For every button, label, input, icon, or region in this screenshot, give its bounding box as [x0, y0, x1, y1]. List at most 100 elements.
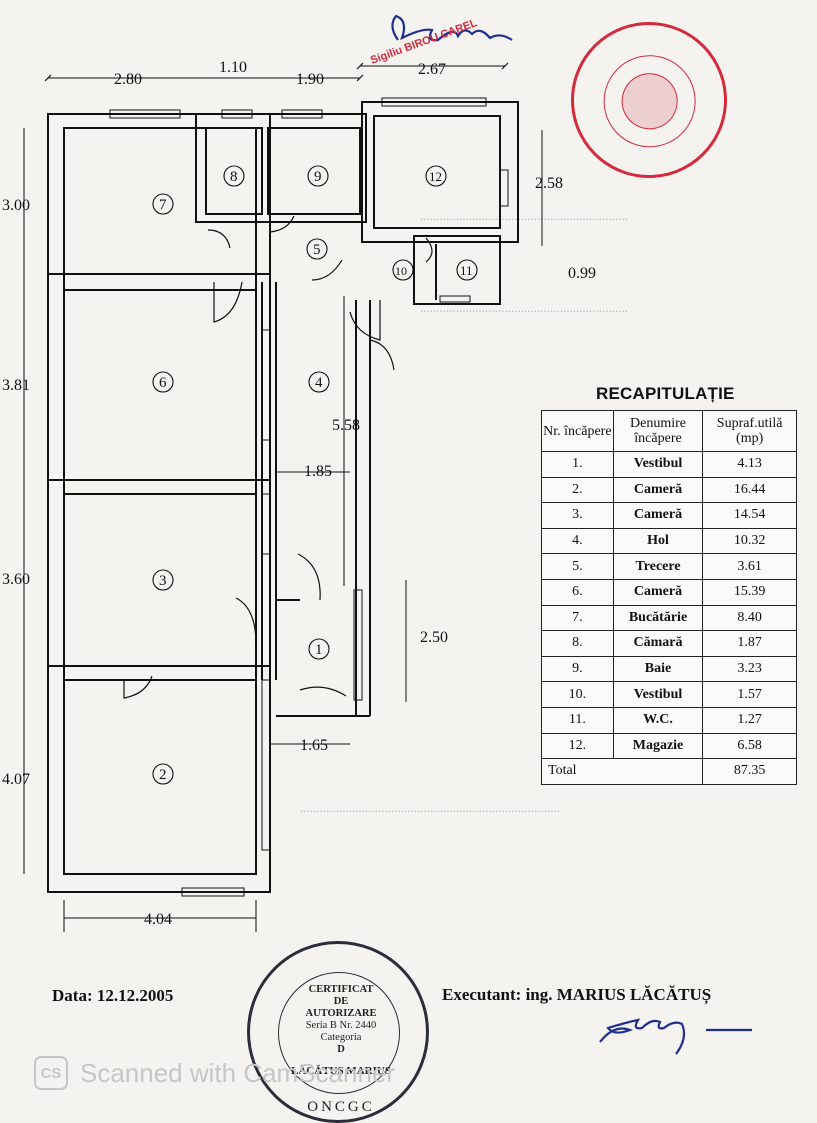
- dim-top-2: 1.10: [219, 59, 247, 76]
- door: [311, 259, 343, 281]
- dim-vestibul-width: 1.65: [300, 737, 328, 754]
- header-nr: Nr. încăpere: [541, 410, 614, 452]
- room-number-7: 7: [159, 197, 167, 213]
- recap-area: 1.27: [702, 706, 797, 734]
- door: [213, 281, 243, 323]
- window: [353, 589, 363, 701]
- recap-room-name: Vestibul: [612, 681, 704, 708]
- recap-nr: 9.: [541, 655, 614, 683]
- window: [261, 493, 271, 555]
- stamp-bottom: ONCGC: [307, 1099, 375, 1115]
- doors: [123, 215, 433, 699]
- recap-area: 15.39: [702, 578, 797, 606]
- recap-nr: 4.: [541, 527, 614, 555]
- recap-nr: 2.: [541, 476, 614, 504]
- dim-room-11: 0.99: [568, 265, 596, 282]
- executant-label: Executant: ing.: [442, 985, 553, 1004]
- signature-bottom: [599, 1018, 752, 1055]
- door: [349, 300, 381, 341]
- recap-area: 8.40: [702, 604, 797, 632]
- room-circles: [152, 165, 478, 785]
- door: [299, 686, 347, 697]
- recap-table: Nr. încăpere Denumire încăpere Supraf.ut…: [540, 410, 797, 785]
- recap-title: RECAPITULAȚIE: [596, 384, 735, 403]
- recap-room-name: Cameră: [612, 502, 704, 529]
- dim-top-4: 2.67: [418, 61, 446, 78]
- total-value: 87.35: [702, 758, 797, 785]
- window: [109, 109, 181, 119]
- faint-bg-text: ........................................…: [420, 208, 628, 223]
- recap-area: 1.87: [702, 630, 797, 657]
- recap-area: 16.44: [702, 476, 797, 504]
- recap-area: 3.61: [702, 553, 797, 580]
- room-number-9: 9: [314, 169, 322, 185]
- recap-nr: 8.: [541, 630, 614, 657]
- door: [269, 215, 295, 233]
- recap-room-name: W.C.: [612, 706, 704, 734]
- window: [381, 97, 487, 107]
- dim-top-1: 2.80: [114, 71, 142, 88]
- recap-room-name: Baie: [612, 655, 704, 683]
- stamp-line: AUTORIZARE: [305, 1008, 377, 1019]
- room-number-8: 8: [230, 169, 238, 185]
- dim-left-4: 4.07: [2, 771, 30, 788]
- stamp-line: LĂCĂTUȘ MARIUS: [291, 1065, 391, 1077]
- room-number-5: 5: [313, 242, 321, 258]
- inner-wall-left: [63, 127, 257, 875]
- wall-12: [361, 101, 519, 243]
- faint-bg-text: ........................................…: [300, 800, 560, 815]
- window: [261, 329, 271, 441]
- recap-header-row: Nr. încăpere Denumire încăpere Supraf.ut…: [541, 410, 797, 452]
- header-area: Supraf.utilă (mp): [702, 410, 797, 452]
- stamp-line: Categoria: [320, 1032, 362, 1043]
- camscanner-icon: CS: [34, 1056, 68, 1090]
- recap-room-name: Hol: [612, 527, 704, 555]
- door: [235, 597, 257, 645]
- handwritten-seal-note: Sigiliu BIROU CAREL: [369, 17, 479, 67]
- recap-nr: 3.: [541, 502, 614, 529]
- room-number-12: 12: [429, 169, 442, 184]
- room-number-3: 3: [159, 573, 167, 589]
- recap-area: 14.54: [702, 502, 797, 529]
- dim-room-12: 2.58: [535, 175, 563, 192]
- dim-top-3: 1.90: [296, 71, 324, 88]
- recap-room-name: Bucătărie: [612, 604, 704, 632]
- recap-area: 6.58: [702, 732, 797, 760]
- date-label: Data:: [52, 986, 93, 1005]
- dim-left-2: 3.81: [2, 377, 30, 394]
- door: [123, 675, 153, 699]
- authorization-stamp: CERTIFICAT DE AUTORIZARE Seria B Nr. 244…: [247, 941, 429, 1123]
- recap-nr: 12.: [541, 732, 614, 760]
- wall-10-11: [413, 235, 501, 305]
- stamp-line: DE: [333, 996, 349, 1007]
- room-number-10: 10: [395, 264, 407, 278]
- window: [221, 109, 253, 119]
- watermark-text: Scanned with CamScanner: [80, 1057, 396, 1088]
- dim-hol-height: 5.58: [332, 417, 360, 434]
- room-number-4: 4: [315, 375, 323, 391]
- wall-8-9: [195, 113, 367, 223]
- recap-nr: 11.: [541, 706, 614, 734]
- stamp-line: CERTIFICAT: [308, 984, 374, 995]
- dim-left-1: 3.00: [2, 197, 30, 214]
- dim-hol-width: 1.85: [304, 463, 332, 480]
- window: [281, 109, 323, 119]
- date-line: Data: 12.12.2005: [52, 986, 173, 1006]
- dim-vestibul-height: 2.50: [420, 629, 448, 646]
- windows: [109, 97, 509, 897]
- stamp-line: D: [337, 1044, 345, 1055]
- date-value: 12.12.2005: [96, 986, 174, 1005]
- room-number-6: 6: [159, 375, 167, 391]
- camscanner-watermark: CS Scanned with CamScanner: [34, 1056, 395, 1090]
